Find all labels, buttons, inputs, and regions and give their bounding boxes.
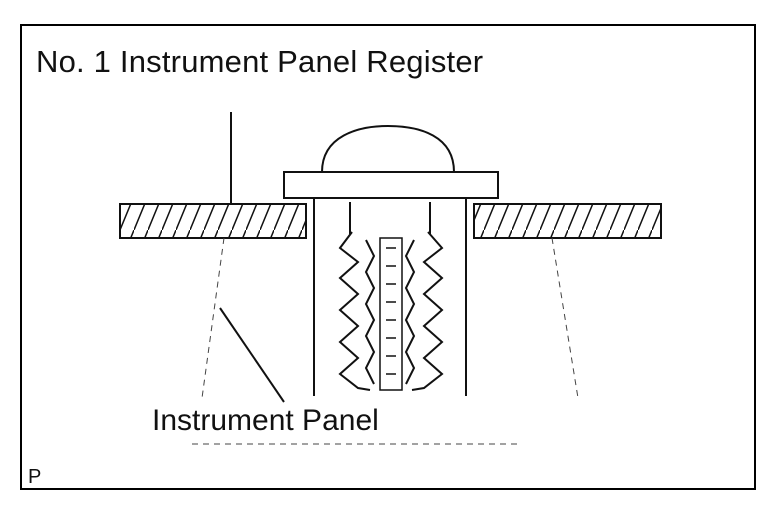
clip-flange [283, 171, 499, 199]
diagram-code: P [28, 466, 42, 488]
clip-core [379, 237, 403, 391]
panel-phantom-lines [192, 237, 579, 445]
instrument-panel-label: Instrument Panel [152, 404, 379, 437]
panel-leader-line [219, 307, 285, 403]
clip-diagram [119, 112, 662, 445]
diagram-title: No. 1 Instrument Panel Register [36, 44, 484, 79]
diagram-frame: No. 1 Instrument Panel Register Instrume… [20, 24, 756, 490]
clip-shaft [305, 198, 475, 396]
clip-dome [321, 124, 455, 173]
instrument-panel-left [119, 203, 307, 239]
instrument-panel-right [473, 203, 662, 239]
clip-serrated-legs [338, 231, 444, 391]
